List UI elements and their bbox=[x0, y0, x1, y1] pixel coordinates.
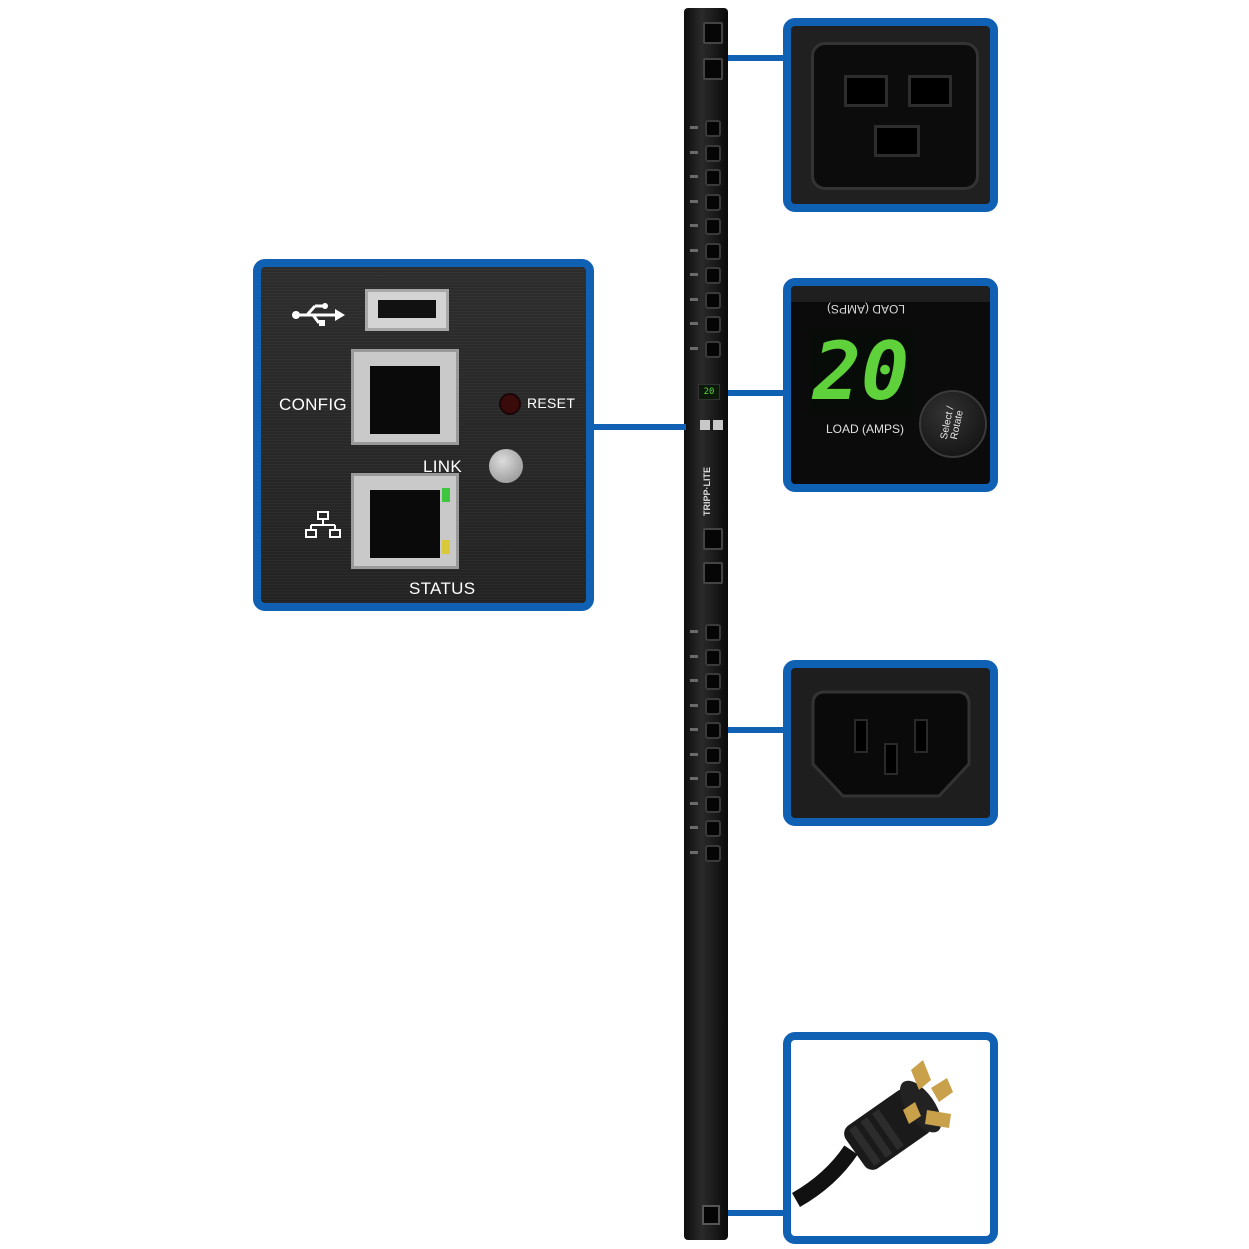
status-led-green bbox=[442, 488, 450, 502]
outlet-number-label bbox=[690, 346, 698, 350]
c13-outlet bbox=[705, 267, 721, 284]
c13-outlet bbox=[705, 242, 721, 260]
usb-port-slot bbox=[378, 300, 436, 318]
c19-slot-right bbox=[908, 75, 952, 107]
c13-outlet bbox=[705, 795, 721, 813]
c13-outlet bbox=[705, 673, 721, 690]
c13-outlet bbox=[705, 193, 721, 211]
c19-slot-left bbox=[844, 75, 888, 107]
usb-port[interactable] bbox=[365, 289, 449, 331]
c13-outlet bbox=[705, 697, 721, 715]
load-display-callout: LOAD (AMPS) 20 LOAD (AMPS) Select / Rota… bbox=[783, 278, 998, 492]
display-bezel bbox=[791, 286, 990, 302]
c13-outlet bbox=[705, 120, 721, 137]
outlet-number-label bbox=[690, 703, 698, 707]
network-icon bbox=[305, 511, 341, 538]
outlet-number-label bbox=[690, 752, 698, 756]
load-amps-value: 20 bbox=[809, 330, 913, 414]
outlet-number-label bbox=[690, 654, 698, 658]
c13-outlet bbox=[705, 648, 721, 666]
outlet-number-label bbox=[690, 199, 698, 203]
c13-outlet bbox=[705, 291, 721, 309]
outlet-number-label bbox=[690, 150, 698, 154]
c13-outlet bbox=[705, 169, 721, 186]
outlet-number-label bbox=[690, 297, 698, 301]
outlet-number-label bbox=[690, 850, 698, 854]
usb-icon bbox=[292, 303, 345, 326]
c13-outlet bbox=[705, 144, 721, 162]
outlet-number-label bbox=[690, 224, 698, 227]
c19-outlet bbox=[703, 562, 723, 584]
select-rotate-button[interactable]: Select / Rotate bbox=[919, 390, 987, 458]
outlet-number-label bbox=[690, 801, 698, 805]
c19-outlet bbox=[703, 22, 723, 44]
c19-outlet-callout bbox=[783, 18, 998, 212]
c19-slot-ground bbox=[874, 125, 920, 157]
c19-outlet bbox=[703, 528, 723, 550]
outlet-number-label bbox=[690, 777, 698, 780]
connector-line bbox=[728, 390, 788, 396]
c13-outlet bbox=[705, 340, 721, 358]
select-rotate-label: Select / Rotate bbox=[938, 405, 966, 441]
twist-lock-plug-image bbox=[791, 1060, 953, 1207]
outlet-number-label bbox=[690, 630, 698, 633]
outlet-number-label bbox=[690, 126, 698, 129]
c13-outlet-face bbox=[811, 690, 971, 798]
connector-line bbox=[590, 424, 686, 430]
strip-mini-display: 20 bbox=[698, 384, 720, 400]
outlet-number-label bbox=[690, 322, 698, 325]
reset-indicator[interactable] bbox=[499, 393, 521, 415]
status-label: STATUS bbox=[409, 579, 476, 598]
config-label: CONFIG bbox=[279, 395, 347, 414]
network-port[interactable] bbox=[351, 473, 459, 569]
outlet-number-label bbox=[690, 679, 698, 682]
strip-brand: TRIPP·LITE bbox=[702, 467, 712, 516]
load-amps-label: LOAD (AMPS) bbox=[825, 422, 904, 436]
config-port-jack bbox=[370, 366, 440, 434]
strip-port bbox=[713, 420, 723, 430]
c19-outlet bbox=[703, 58, 723, 80]
c13-outlet bbox=[705, 746, 721, 764]
c13-outlet bbox=[705, 316, 721, 333]
outlet-number-label bbox=[690, 248, 698, 252]
plug-callout bbox=[783, 1032, 998, 1244]
c13-outlet bbox=[705, 218, 721, 235]
connector-line bbox=[728, 1210, 788, 1216]
mirrored-load-label: LOAD (AMPS) bbox=[827, 302, 906, 316]
strip-port bbox=[700, 420, 710, 430]
network-port-jack bbox=[370, 490, 440, 558]
status-led-amber bbox=[442, 540, 450, 554]
c13-outlet bbox=[705, 722, 721, 739]
connector-line bbox=[728, 55, 788, 61]
power-inlet bbox=[702, 1205, 720, 1225]
c13-outlet bbox=[705, 624, 721, 641]
c13-outlet-callout bbox=[783, 660, 998, 826]
outlet-number-label bbox=[690, 175, 698, 178]
c19-outlet-face bbox=[811, 42, 979, 190]
config-port[interactable] bbox=[351, 349, 459, 445]
c13-outlet bbox=[705, 771, 721, 788]
outlet-number-label bbox=[690, 826, 698, 829]
network-panel-callout: CONFIG RESET LINK STATUS bbox=[253, 259, 594, 611]
c13-outlet bbox=[705, 844, 721, 862]
link-label: LINK bbox=[423, 457, 462, 476]
reset-label: RESET bbox=[527, 395, 576, 411]
outlet-number-label bbox=[690, 728, 698, 731]
connector-line bbox=[728, 727, 788, 733]
outlet-number-label bbox=[690, 273, 698, 276]
link-indicator bbox=[489, 449, 523, 483]
c13-outlet bbox=[705, 820, 721, 837]
